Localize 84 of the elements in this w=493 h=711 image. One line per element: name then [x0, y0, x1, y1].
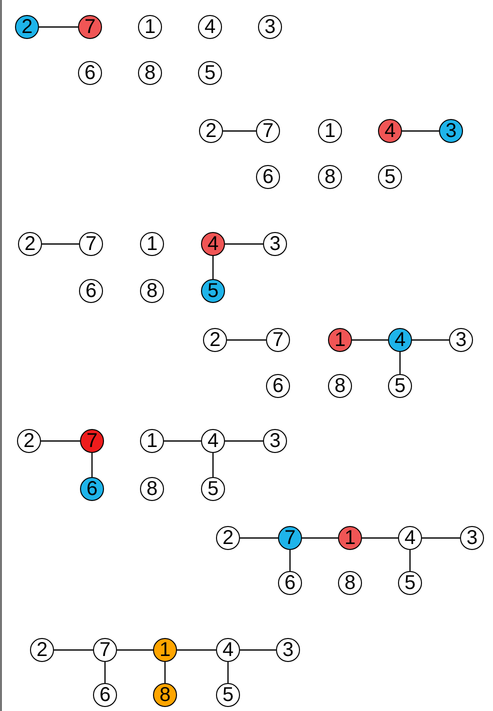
connector-line: [117, 649, 153, 651]
vertex-circle: 4: [378, 119, 402, 143]
vertex-circle: 3: [258, 15, 282, 39]
vertex-circle: 5: [201, 279, 225, 303]
vertex-circle: 7: [80, 429, 104, 453]
vertex-circle: 6: [79, 279, 103, 303]
vertex-circle: 8: [153, 683, 177, 707]
vertex-circle: 6: [256, 165, 280, 189]
vertex-circle: 7: [79, 232, 103, 256]
connector-line: [412, 339, 449, 341]
vertex-circle: 1: [318, 119, 342, 143]
connector-line: [225, 243, 263, 245]
vertex-circle: 2: [199, 119, 223, 143]
connector-line: [240, 649, 276, 651]
vertex-circle: 3: [263, 232, 287, 256]
vertex-circle: 4: [216, 638, 240, 662]
vertex-circle: 8: [328, 374, 352, 398]
vertex-circle: 2: [18, 232, 42, 256]
vertex-circle: 1: [328, 328, 352, 352]
connector-line: [289, 550, 291, 571]
vertex-circle: 3: [439, 119, 463, 143]
vertex-circle: 4: [388, 328, 412, 352]
connector-line: [352, 339, 388, 341]
connector-line: [164, 662, 166, 683]
vertex-circle: 8: [338, 571, 362, 595]
connector-line: [362, 537, 398, 539]
connector-line: [227, 339, 266, 341]
vertex-circle: 5: [398, 571, 422, 595]
vertex-circle: 8: [140, 477, 164, 501]
connector-line: [177, 649, 216, 651]
vertex-circle: 3: [276, 638, 300, 662]
connector-line: [409, 550, 411, 571]
vertex-circle: 5: [201, 477, 225, 501]
vertex-circle: 1: [140, 429, 164, 453]
vertex-circle: 4: [198, 15, 222, 39]
connector-line: [39, 26, 78, 28]
connector-line: [225, 440, 263, 442]
connector-line: [212, 256, 214, 279]
vertex-circle: 7: [256, 119, 280, 143]
connector-line: [227, 662, 229, 683]
vertex-circle: 4: [201, 429, 225, 453]
vertex-circle: 6: [78, 61, 102, 85]
vertex-circle: 2: [15, 15, 39, 39]
vertex-circle: 8: [318, 165, 342, 189]
vertex-circle: 6: [93, 683, 117, 707]
connector-line: [402, 130, 439, 132]
vertex-circle: 1: [140, 232, 164, 256]
vertex-circle: 5: [198, 61, 222, 85]
vertex-circle: 2: [216, 526, 240, 550]
connector-line: [422, 537, 460, 539]
vertex-circle: 8: [138, 61, 162, 85]
vertex-circle: 1: [153, 638, 177, 662]
connector-line: [91, 453, 93, 477]
vertex-circle: 1: [138, 15, 162, 39]
vertex-circle: 8: [140, 279, 164, 303]
vertex-circle: 1: [338, 526, 362, 550]
vertex-circle: 2: [30, 638, 54, 662]
vertex-circle: 6: [278, 571, 302, 595]
connector-line: [302, 537, 338, 539]
connector-line: [240, 537, 278, 539]
vertex-circle: 5: [388, 374, 412, 398]
connector-line: [41, 440, 80, 442]
connector-line: [42, 243, 79, 245]
vertex-circle: 6: [266, 374, 290, 398]
vertex-circle: 7: [278, 526, 302, 550]
connector-line: [104, 662, 106, 683]
vertex-circle: 3: [263, 429, 287, 453]
vertex-circle: 2: [17, 429, 41, 453]
connector-line: [164, 440, 201, 442]
vertex-circle: 5: [378, 165, 402, 189]
vertex-circle: 3: [449, 328, 473, 352]
vertex-circle: 2: [203, 328, 227, 352]
vertex-circle: 7: [93, 638, 117, 662]
connector-line: [212, 453, 214, 477]
vertex-circle: 5: [216, 683, 240, 707]
vertex-circle: 7: [266, 328, 290, 352]
connector-line: [54, 649, 93, 651]
connector-line: [223, 130, 256, 132]
connector-line: [399, 352, 401, 374]
vertex-circle: 6: [80, 477, 104, 501]
vertex-circle: 4: [201, 232, 225, 256]
vertex-circle: 3: [460, 526, 484, 550]
vertex-circle: 7: [78, 15, 102, 39]
vertex-circle: 4: [398, 526, 422, 550]
